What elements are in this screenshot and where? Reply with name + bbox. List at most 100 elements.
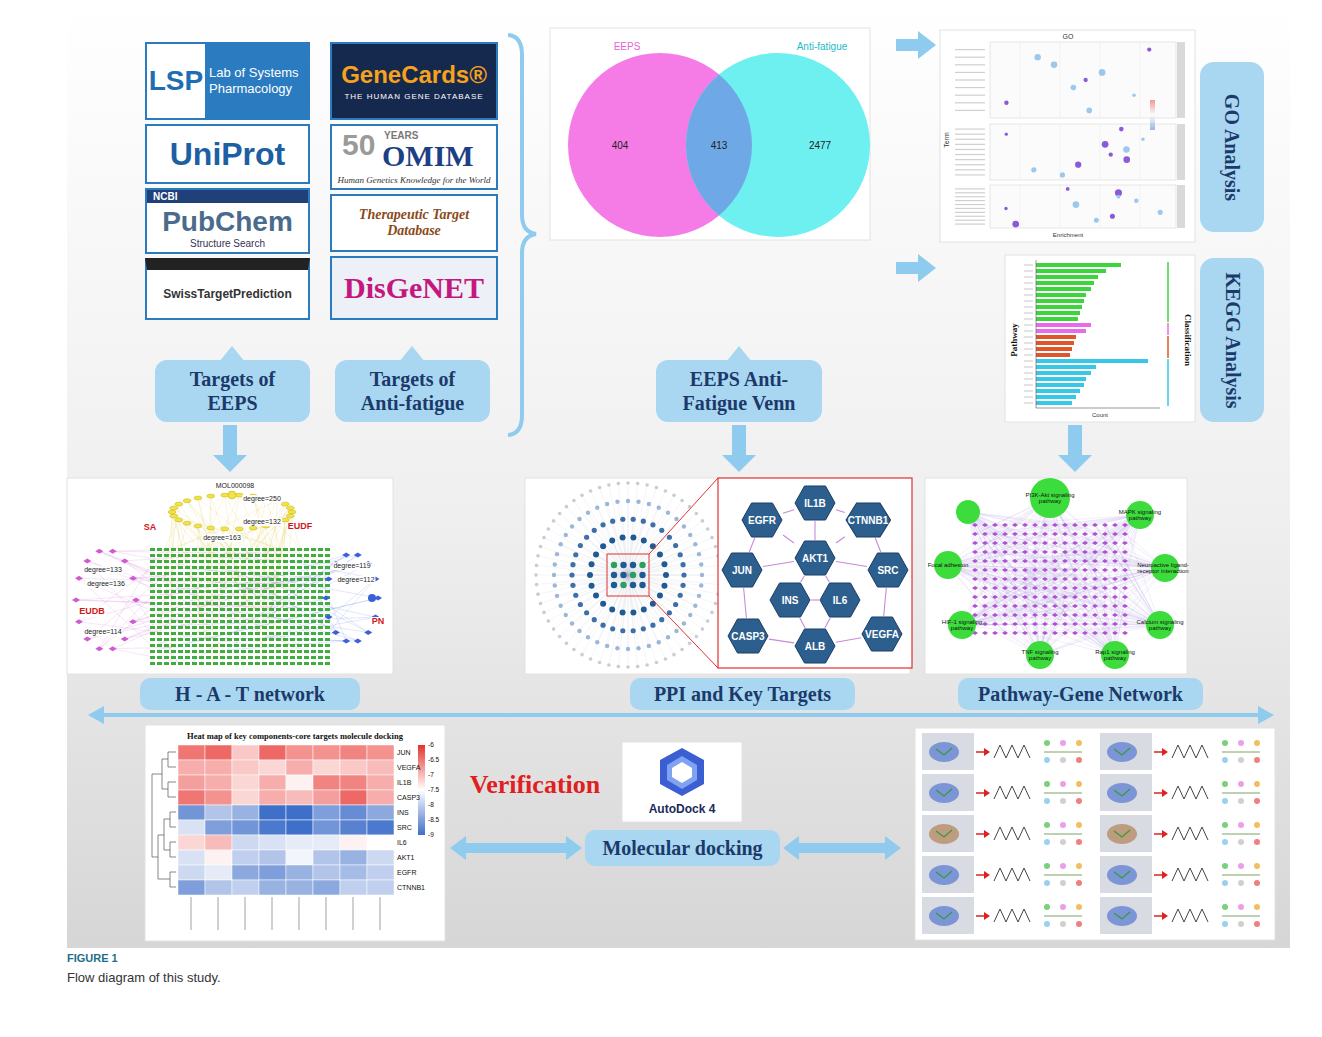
decor xyxy=(276,548,281,551)
decor xyxy=(968,512,1015,588)
decor xyxy=(290,650,295,653)
decor xyxy=(1060,921,1066,927)
decor xyxy=(693,604,697,608)
decor xyxy=(630,534,636,540)
decor xyxy=(628,519,676,575)
decor xyxy=(220,560,336,632)
decor xyxy=(164,608,169,611)
decor xyxy=(1036,377,1086,381)
decor xyxy=(1072,604,1078,608)
decor xyxy=(297,590,302,593)
decor xyxy=(248,566,253,569)
heat-cell xyxy=(367,820,394,835)
decor xyxy=(1044,822,1050,828)
decor xyxy=(262,560,267,563)
decor xyxy=(1042,550,1048,554)
heat-cell xyxy=(205,745,232,760)
decor xyxy=(595,640,599,644)
decor xyxy=(220,596,225,599)
decor xyxy=(171,608,176,611)
heat-cell xyxy=(205,880,232,895)
decor xyxy=(262,548,267,551)
decor xyxy=(297,644,302,647)
decor xyxy=(1052,541,1058,545)
decor xyxy=(1036,389,1080,393)
decor xyxy=(170,514,178,518)
decor xyxy=(178,656,183,659)
decor xyxy=(220,608,225,611)
decor xyxy=(968,512,1025,588)
heat-cell xyxy=(367,790,394,805)
decor xyxy=(255,596,260,599)
decor xyxy=(220,644,225,647)
decor xyxy=(109,549,117,554)
decor xyxy=(234,554,239,557)
heat-cell xyxy=(367,880,394,895)
decor xyxy=(1109,152,1113,156)
decor xyxy=(955,134,985,135)
decor xyxy=(248,650,253,653)
decor xyxy=(318,620,323,623)
decor xyxy=(1100,185,1101,228)
decor xyxy=(1031,167,1036,172)
decor xyxy=(227,564,336,650)
decor xyxy=(248,584,253,587)
decor xyxy=(706,619,710,623)
decor xyxy=(650,623,655,628)
decor xyxy=(1072,550,1078,554)
decor xyxy=(1076,757,1082,763)
decor xyxy=(255,644,260,647)
decor xyxy=(297,548,336,632)
decor xyxy=(178,638,183,641)
decor xyxy=(992,622,998,626)
decor xyxy=(609,607,615,613)
decor xyxy=(298,897,300,930)
decor xyxy=(1004,101,1008,105)
decor xyxy=(248,572,253,575)
decor xyxy=(276,590,281,593)
decor xyxy=(234,548,239,551)
decor xyxy=(1162,748,1168,756)
decor xyxy=(994,786,1030,799)
decor xyxy=(1032,523,1038,527)
decor xyxy=(1012,604,1018,608)
decor xyxy=(673,602,678,607)
decor xyxy=(628,575,708,621)
decor xyxy=(673,543,678,548)
decor xyxy=(164,626,169,629)
decor xyxy=(1112,559,1118,563)
decor xyxy=(206,614,211,617)
decor xyxy=(1044,752,1082,753)
decor xyxy=(1036,281,1094,285)
decor xyxy=(150,650,155,653)
heat-cell xyxy=(313,835,340,850)
decor xyxy=(626,647,630,651)
decor xyxy=(607,575,628,646)
decor xyxy=(234,596,239,599)
decor xyxy=(283,596,288,599)
decor xyxy=(972,532,978,536)
decor xyxy=(269,554,274,557)
heat-cell xyxy=(313,805,340,820)
decor xyxy=(269,602,274,605)
decor xyxy=(1112,595,1118,599)
decor xyxy=(255,590,260,593)
decor xyxy=(1122,595,1128,599)
decor xyxy=(171,614,176,617)
decor xyxy=(297,584,302,587)
decor xyxy=(325,566,330,569)
decor xyxy=(1122,577,1128,581)
decor xyxy=(1012,622,1018,626)
decor xyxy=(580,494,584,498)
decor xyxy=(342,638,350,643)
heat-cell xyxy=(340,775,367,790)
decor xyxy=(206,602,211,605)
heat-cell xyxy=(178,775,205,790)
decor xyxy=(968,512,1085,633)
decor xyxy=(185,566,190,569)
decor xyxy=(1172,827,1208,840)
decor xyxy=(1115,525,1125,655)
decor xyxy=(1114,789,1130,796)
decor xyxy=(213,495,239,650)
decor xyxy=(269,632,274,635)
